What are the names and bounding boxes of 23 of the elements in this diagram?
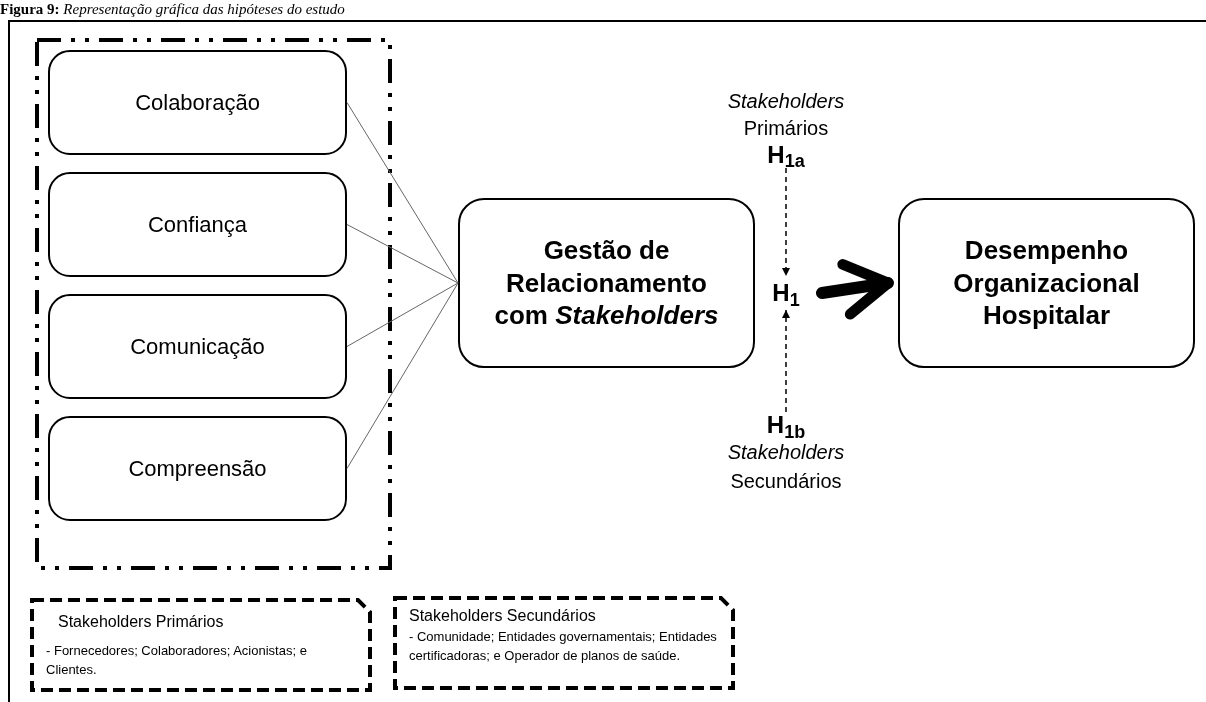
note-heading: Stakeholders Secundários <box>409 606 597 626</box>
connector-line <box>346 102 459 284</box>
connector-line <box>346 282 459 469</box>
thick-arrow <box>816 259 894 320</box>
figure-title: Figura 9: Representação gráfica das hipóteses do estudo <box>0 0 345 18</box>
concept-label: Comunicação <box>130 333 265 361</box>
hypothesis-label: H$_{1}$ <box>772 278 800 311</box>
note-text: - Fornecedores; Colaboradores; Acionistas; e Clientes. <box>46 642 308 679</box>
connector-line <box>346 224 459 284</box>
connector-line <box>346 282 459 347</box>
stakeholder-label: Stakeholders Primários <box>726 88 846 141</box>
note-text: - Comunidade; Entidades governamentais; Entidades certificadoras; e Operador de planos de saúde. <box>409 628 718 665</box>
hypothesis-label: H$_{1a}$ <box>767 141 805 168</box>
dashed-arrow <box>782 309 790 413</box>
construct-label: Desempenho Organizacional Hospitalar <box>952 234 1141 332</box>
construct-label: Gestão de Relacionamento com Stakeholders <box>493 234 720 332</box>
stakeholder-label: Stakeholders Secundários <box>726 440 846 495</box>
concept-label: Confiança <box>147 211 248 239</box>
concept-label: Compreensão <box>128 455 267 483</box>
dashed-arrow <box>782 167 790 277</box>
note-heading: Stakeholders Primários <box>57 612 225 632</box>
hypothesis-label: H$_{1b}$ <box>766 412 806 439</box>
concept-label: Colaboração <box>135 89 260 117</box>
